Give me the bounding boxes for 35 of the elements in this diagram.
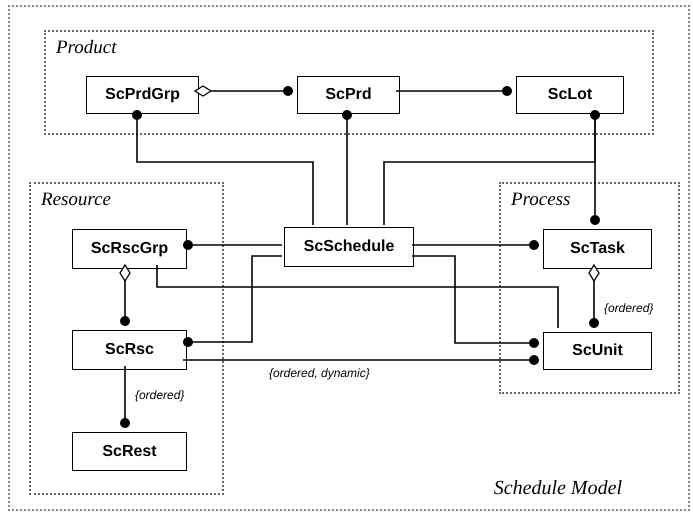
association-line (156, 265, 559, 328)
class-box: ScSchedule (284, 227, 414, 267)
class-box: ScRsc (72, 330, 187, 370)
class-box: ScRscGrp (72, 229, 187, 269)
association-line (132, 110, 314, 225)
class-box: ScPrd (297, 76, 400, 114)
package-title: Resource (41, 188, 111, 212)
edge-label: {ordered} (603, 301, 654, 316)
association-line (396, 86, 512, 96)
class-box: ScTask (543, 229, 652, 269)
package-title: Process (511, 188, 570, 212)
association-line (183, 240, 282, 250)
association-line (120, 366, 130, 428)
association-line (590, 110, 600, 225)
edge-label: {ordered} (134, 388, 186, 403)
edge-label: {ordered, dynamic} (268, 366, 371, 381)
association-line (119, 264, 131, 326)
association-line (588, 264, 600, 328)
association-line (194, 85, 293, 97)
class-box: ScPrdGrp (86, 76, 199, 114)
association-line (412, 255, 539, 348)
association-line (383, 110, 600, 225)
package-title: Product (56, 36, 117, 60)
package-frame (29, 182, 224, 495)
association-line (412, 240, 539, 250)
package-frame (44, 30, 654, 135)
association-line (183, 255, 282, 347)
class-box: ScLot (516, 76, 624, 114)
class-box: ScUnit (543, 332, 652, 370)
class-box: ScRest (72, 432, 187, 471)
diagram-frame (8, 5, 690, 511)
package-frame (499, 182, 680, 394)
frame-label: Schedule Model (494, 476, 622, 501)
association-line (183, 355, 539, 365)
association-line (342, 110, 352, 225)
